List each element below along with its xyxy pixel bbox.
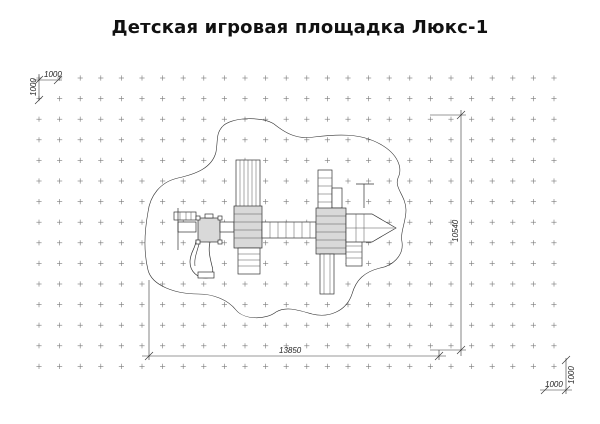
grid-step-label-x: 1000 — [44, 70, 62, 79]
climbing-ramp — [345, 239, 363, 267]
dimension-depth-label: 10540 — [451, 219, 460, 242]
left-entrance-ladder — [173, 208, 197, 250]
grid-scale-marker-top-left: 1000 1000 — [29, 70, 62, 105]
tube-slide — [189, 239, 215, 279]
safety-zone-outline — [144, 118, 407, 319]
grid-step-label-x-bottom: 1000 — [545, 380, 563, 389]
drawing-title: Детская игровая площадка Люкс-1 — [111, 17, 489, 38]
rope-bridge — [261, 221, 317, 239]
connector-left — [219, 221, 235, 233]
dimension-width-label: 13850 — [279, 346, 302, 355]
tower-right — [315, 169, 347, 295]
tower-left — [195, 213, 223, 245]
ship-bow — [345, 213, 397, 243]
grid-scale-marker-bottom-right: 1000 1000 — [540, 355, 576, 395]
dimension-depth: 10540 — [430, 110, 466, 356]
grid-crosses — [36, 75, 557, 369]
tower-middle — [233, 159, 263, 275]
dimension-width: 13850 — [142, 280, 446, 361]
grid-step-label-y: 1000 — [29, 78, 38, 96]
grid-step-label-y-bottom: 1000 — [567, 366, 576, 384]
flag-pole — [356, 183, 374, 208]
playground-complex — [173, 159, 397, 295]
